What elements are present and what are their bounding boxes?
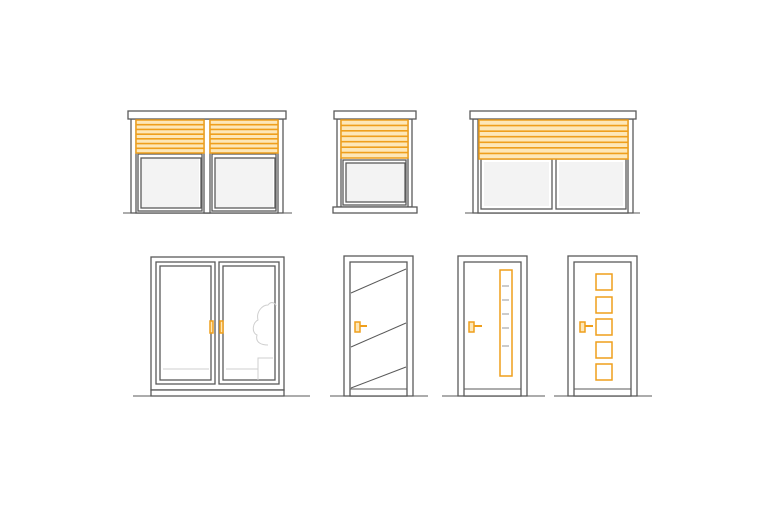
door-handle: [354, 321, 361, 333]
window-sill: [332, 206, 418, 214]
door-vertical-glass-strip: [442, 255, 545, 397]
square-panels: [595, 273, 613, 381]
lintel: [127, 110, 287, 120]
roller-shutter: [478, 119, 629, 160]
lintel: [469, 110, 637, 120]
door-handle: [468, 321, 475, 333]
door-handle: [579, 321, 586, 333]
glass-strip: [499, 269, 513, 377]
threshold: [150, 389, 285, 397]
door-handle: [209, 320, 214, 334]
door-handle: [219, 320, 224, 334]
wide-window-with-shutter: [465, 110, 640, 214]
door-five-square-panels: [554, 255, 652, 397]
roller-shutter: [209, 119, 279, 154]
shutter-box: [340, 119, 409, 159]
shutter-box: [478, 119, 629, 160]
sliding-patio-door: [133, 256, 310, 397]
double-window-with-shutters: [123, 110, 292, 214]
roller-shutter: [135, 119, 205, 154]
door-diagonal-lines: [330, 255, 428, 397]
tree-reflection: [252, 302, 277, 380]
single-window-with-shutter: [332, 110, 418, 214]
lintel: [333, 110, 417, 120]
roller-shutter: [340, 119, 409, 159]
